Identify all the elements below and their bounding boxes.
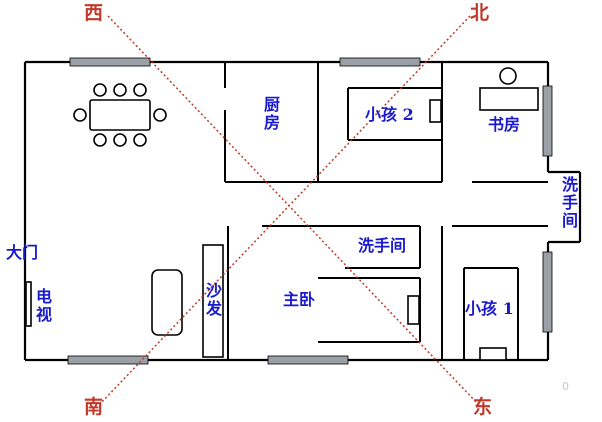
- sofa: [202, 244, 224, 358]
- compass-lines: [99, 15, 479, 405]
- child2-nightstand: [429, 99, 442, 123]
- sofa-label: 沙发: [203, 282, 222, 318]
- study-chair: [499, 67, 517, 85]
- master-nightstand: [407, 295, 420, 325]
- furniture: [25, 67, 539, 361]
- child1-nightstand: [479, 347, 507, 361]
- compass-east: 东: [473, 396, 493, 418]
- tv: [25, 281, 32, 327]
- north-south-diagonal: [99, 15, 471, 405]
- room-bathroom-center: 洗手间: [358, 236, 407, 255]
- tv-label: 电视: [33, 288, 52, 324]
- main-door-label: 大门: [6, 243, 39, 262]
- compass-south: 南: [84, 396, 104, 418]
- room-child1: 小孩 1: [465, 299, 514, 318]
- room-study: 书房: [488, 115, 521, 134]
- room-kitchen: 厨房: [261, 96, 280, 132]
- west-east-diagonal: [107, 15, 479, 405]
- dining-table: [89, 99, 151, 131]
- coffee-table: [151, 269, 183, 336]
- watermark: 0: [562, 380, 569, 393]
- room-bathroom-right: 洗手间: [559, 176, 578, 230]
- room-master-bedroom: 主卧: [283, 290, 316, 309]
- compass-west: 西: [84, 2, 104, 24]
- windows: [67, 57, 553, 365]
- room-child2: 小孩 2: [365, 105, 414, 124]
- interior-walls: [224, 62, 548, 360]
- compass-north: 北: [470, 2, 490, 24]
- study-desk: [479, 87, 539, 111]
